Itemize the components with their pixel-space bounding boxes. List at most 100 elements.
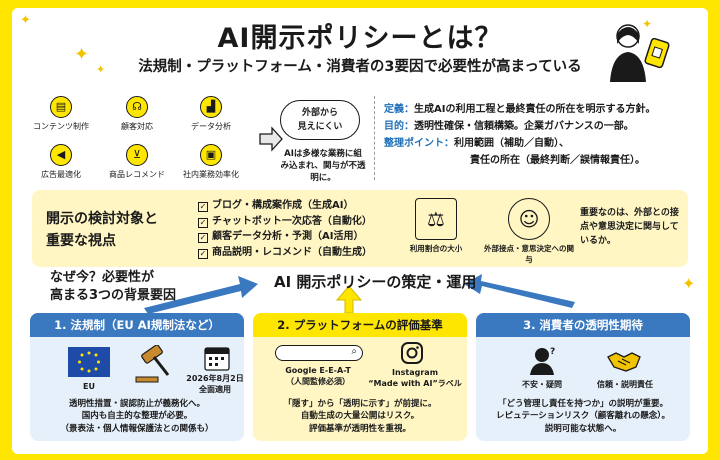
bar-chart-icon: ▟ [200,96,222,118]
sparkle-icon: ✦ [642,17,653,31]
arrow-platform-icon [335,285,363,314]
google-label: Google E-E-A-T （人間監修必須） [263,365,373,387]
divider [374,96,375,180]
instagram-label: Instagram [391,368,439,377]
consumer-text-line: 「どう管理し責任を持つか」の説明が重要。 [497,398,668,409]
infographic-canvas: ✦ ✦ ✦ ✦ ✦ AI開示ポリシーとは？ 法規制・プラットフォーム・消費者の3… [12,8,708,454]
use-case-label: データ分析 [191,122,231,131]
purpose-value: 透明性確保・信頼構築。企業ガバナンスの一部。 [414,121,634,132]
trust-label: 信頼・説明責任 [597,380,653,389]
points-value-1: 利用範囲（補助／自動）、 [454,138,569,149]
use-case-analysis: ▟ データ分析 [176,96,246,132]
law-text-line: （景表法・個人情報保護法との関係も） [60,423,214,434]
svg-text:?: ? [550,347,555,357]
sparkle-icon: ✦ [20,13,31,28]
use-case-label: 顧客対応 [121,122,153,131]
instagram-text: Instagram “Made with AI”ラベル [367,367,463,389]
law-panel-text: 透明性措置・誤認防止が義務化へ。 国内も自主的な整理が必要。 （景表法・個人情報… [36,398,238,436]
use-case-support: ☊ 顧客対応 [102,96,172,132]
why-now-heading: なぜ今？必要性が 高まる3つの背景要因 [50,269,176,305]
checklist-item: ✓ ブログ・構成案作成（生成AI） [198,198,372,214]
eu-label: EU [83,382,95,391]
consumer-panel-header: 3. 消費者の透明性期待 [476,313,690,337]
consumer-panel-text: 「どう管理し責任を持つか」の説明が重要。 レピュテーションリスク（顧客離れの懸念… [482,398,684,436]
use-case-icons: ▤ コンテンツ制作 ☊ 顧客対応 ▟ データ分析 ◀ 広告最適化 ⊻ 商品レコメ… [26,96,256,186]
date-line-2: 全面適用 [199,385,231,394]
platform-panel: 2. プラットフォームの評価基準 ⌕ Google E-E-A-T （人間監修必… [253,313,467,441]
sparkle-icon: ✦ [96,63,106,76]
checkbox-icon: ✓ [198,217,208,228]
external-contact-block: ☺ 外部接点・意思決定への関与 [484,198,574,265]
definition-key: 定義： [384,104,414,115]
checkbox-icon: ✓ [198,202,208,212]
person-illustration-icon [610,24,670,82]
consideration-band: 開示の検討対象と 重要な視点 ✓ ブログ・構成案作成（生成AI） ✓ チャットボット… [32,190,688,267]
robot-person-icon: ☺ [508,198,550,240]
why-line-2: 高まる3つの背景要因 [50,288,177,303]
flow-arrows [144,274,575,314]
consideration-title: 開示の検討対象と 重要な視点 [46,208,158,252]
google-eeat-label: Google E-E-A-T [285,366,351,375]
checklist-item-label: 商品説明・レコメンド（自動生成） [212,246,372,258]
checklist-item: ✓ チャットボット一次応答（自動化） [198,214,372,230]
consideration-checklist: ✓ ブログ・構成案作成（生成AI） ✓ チャットボット一次応答（自動化） ✓ 顧客デー… [198,198,372,260]
cloud-note: AIは多様な業務に組み込まれ、関与が不透明に。 [280,149,366,183]
crossed-scale-icon: ⚖ [415,198,457,240]
gavel-icon [135,345,170,383]
instagram-icon [401,342,423,364]
checklist-item: ✓ 商品説明・レコメンド（自動生成） [198,245,372,261]
external-contact-label: 外部接点・意思決定への関与 [484,244,574,264]
arrow-consumer-icon [464,274,575,308]
points-key: 整理ポイント： [384,138,454,149]
page-title: AI開示ポリシーとは？ [217,23,503,54]
cart-icon: ⊻ [126,144,148,166]
purpose-key: 目的： [384,121,414,132]
checklist-item: ✓ 顧客データ分析・予測（AI活用） [198,229,372,245]
definition-block: 定義：生成AIの利用工程と最終責任の所在を明示する方針。 目的：透明性確保・信頼… [384,101,684,169]
arrow-law-icon [144,276,258,314]
google-sub-label: （人間監修必須） [286,377,350,386]
google-search-bar: ⌕ [275,345,363,361]
eu-flag-icon [68,347,110,377]
sparkle-icon: ✦ [682,274,696,293]
consideration-title-line-1: 開示の検討対象と [46,211,158,227]
use-case-label: 社内業務効率化 [183,170,239,179]
use-case-content: ▤ コンテンツ制作 [26,96,96,132]
points-value-2: 責任の所在（最終判断／誤情報責任）。 [470,155,645,166]
checklist-item-label: チャットボット一次応答（自動化） [212,215,372,227]
law-text-line: 国内も自主的な整理が必要。 [81,411,193,421]
megaphone-icon: ◀ [50,144,72,166]
platform-text-line: 評価基準が透明性を重視。 [308,423,411,434]
why-line-1: なぜ今？必要性が [50,270,155,285]
worry-label: 不安・疑問 [522,380,562,389]
document-icon: ▤ [50,96,72,118]
briefcase-icon: ▣ [200,144,222,166]
worried-person-icon: ? [530,347,555,375]
platform-text-line: 自動生成の大量公開はリスク。 [300,411,420,421]
page-subtitle: 法規制・プラットフォーム・消費者の3要因で必要性が高まっている [138,59,582,75]
definition-value: 生成AIの利用工程と最終責任の所在を明示する方針。 [414,104,656,115]
use-case-ads: ◀ 広告最適化 [26,144,96,180]
checklist-item-label: ブログ・構成案作成（生成AI） [212,200,354,211]
calendar-icon [204,347,230,371]
handshake-icon [607,352,641,372]
consideration-title-line-2: 重要な視点 [46,233,116,249]
use-case-label: 商品レコメンド [109,170,165,179]
checkbox-icon: ✓ [198,233,208,243]
checklist-item-label: 顧客データ分析・予測（AI活用） [212,231,364,242]
policy-center-title: AI 開示ポリシーの策定・運用 [274,273,477,291]
cloud-line-2: 見えにくい [297,122,343,132]
platform-panel-text: 「隠す」から「透明に示す」が前提に。 自動生成の大量公開はリスク。 評価基準が透… [259,398,461,436]
checkbox-icon: ✓ [198,248,208,259]
consumer-text-line: 説明可能な状態へ。 [544,423,622,434]
use-case-efficiency: ▣ 社内業務効率化 [176,144,246,180]
usage-ratio-label: 利用割合の大小 [409,244,463,253]
use-case-label: コンテンツ制作 [33,122,89,131]
law-text-line: 透明性措置・誤認防止が義務化へ。 [68,398,205,409]
date-label: 2026年8月2日 全面適用 [180,373,244,395]
search-icon: ⌕ [351,346,357,357]
law-panel: 1. 法規制（EU AI規制法など） EU 2026年8月2日 全面適用 透明性… [30,313,244,441]
arrow-right-icon [259,126,283,152]
instagram-sub-label: “Made with AI”ラベル [368,379,462,388]
sparkle-icon: ✦ [74,44,90,65]
